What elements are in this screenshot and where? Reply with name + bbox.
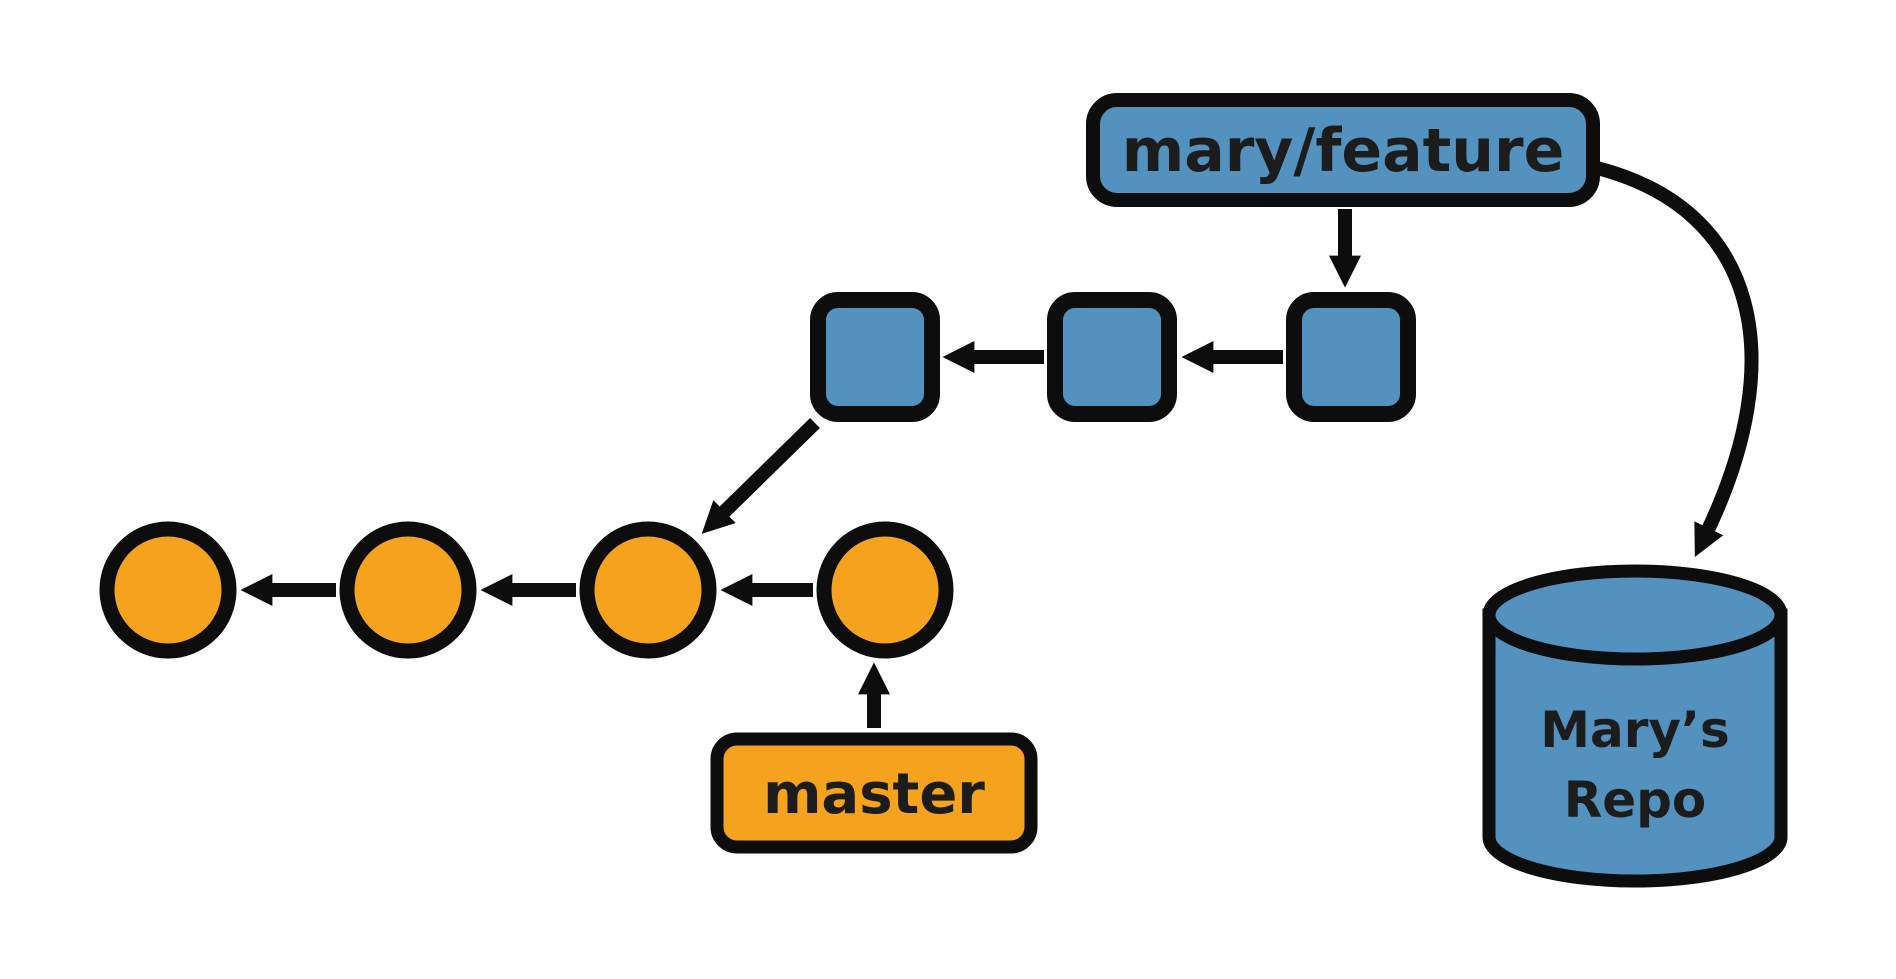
feature-commit-1: [810, 292, 940, 422]
master-branch-label-text: master: [763, 762, 985, 827]
master-commit-1: [99, 521, 237, 659]
master-commit-2: [339, 521, 477, 659]
arrow-feature-commit1-to-master-commit3: [701, 417, 820, 534]
feature-branch-label-text: mary/feature: [1122, 116, 1565, 186]
master-branch-label: master: [710, 732, 1038, 854]
master-commit-4: [816, 521, 954, 659]
feature-branch-label-box: [1086, 93, 1600, 207]
master-commit-3: [579, 521, 717, 659]
arrows-group: [240, 161, 1759, 728]
feature-commit-2: [1047, 292, 1177, 422]
feature-branch-label: mary/feature: [1086, 93, 1600, 207]
marys-repo-cylinder: Mary’s Repo: [1482, 564, 1788, 888]
master-branch-label-box: [710, 732, 1038, 854]
repo-label-line2: Repo: [1564, 771, 1707, 829]
arrow-feature-label-to-repo: [1595, 161, 1759, 558]
repo-cylinder-top: [1482, 564, 1788, 666]
repo-label-line1: Mary’s: [1540, 701, 1730, 759]
feature-commit-3: [1286, 292, 1416, 422]
feature-commits-group: [810, 292, 1416, 422]
master-commits-group: [99, 521, 954, 659]
repo-cylinder-body: [1482, 608, 1788, 888]
